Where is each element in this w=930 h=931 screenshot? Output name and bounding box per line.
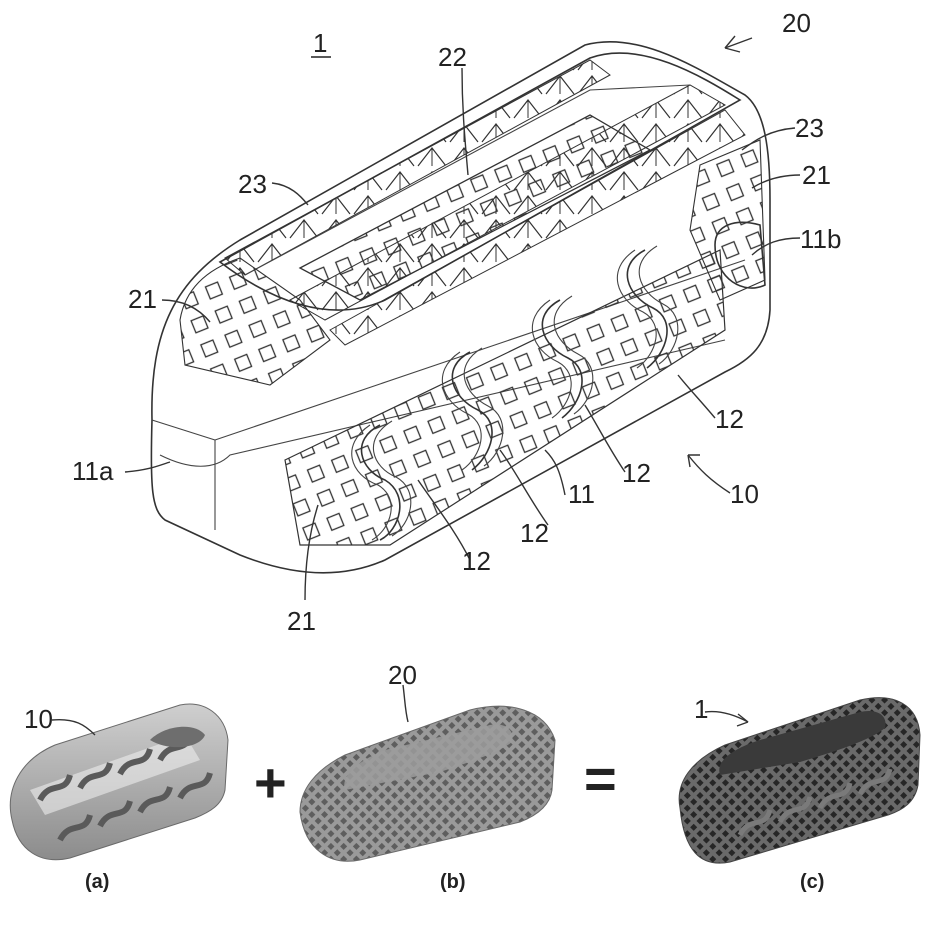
equals-sign: = [584, 747, 617, 810]
label-23-left: 23 [238, 169, 267, 199]
label-22: 22 [438, 42, 467, 72]
label-21-left: 21 [128, 284, 157, 314]
label-10: 10 [730, 479, 759, 509]
label-21-right: 21 [802, 160, 831, 190]
label-11b: 11b [800, 224, 841, 254]
caption-a: (a) [85, 871, 109, 893]
label-11a: 11a [72, 456, 114, 486]
drawing-labels: 1 20 22 23 23 21 11b 21 11a 12 12 12 12 … [72, 8, 841, 636]
label-20: 20 [782, 8, 811, 38]
photo-a-frame [9, 703, 229, 861]
caption-c: (c) [800, 871, 824, 893]
main-ref-label: 1 [313, 28, 327, 58]
label-12-a: 12 [715, 404, 744, 434]
implant-drawing [150, 40, 771, 574]
implant-outline [150, 40, 771, 574]
caption-b: (b) [440, 871, 466, 893]
photo-c-combined [678, 697, 921, 864]
label-23-right: 23 [795, 113, 824, 143]
label-11: 11 [568, 479, 595, 509]
photo-c-ref: 1 [694, 694, 708, 724]
photo-b-ref: 20 [388, 660, 417, 690]
photo-a-ref: 10 [24, 704, 53, 734]
plus-sign: + [254, 751, 287, 814]
label-12-b: 12 [622, 458, 651, 488]
label-21-bottom: 21 [287, 606, 316, 636]
photo-b-lattice [299, 705, 556, 862]
label-12-d: 12 [462, 546, 491, 576]
label-12-c: 12 [520, 518, 549, 548]
leader-lines [124, 35, 801, 601]
